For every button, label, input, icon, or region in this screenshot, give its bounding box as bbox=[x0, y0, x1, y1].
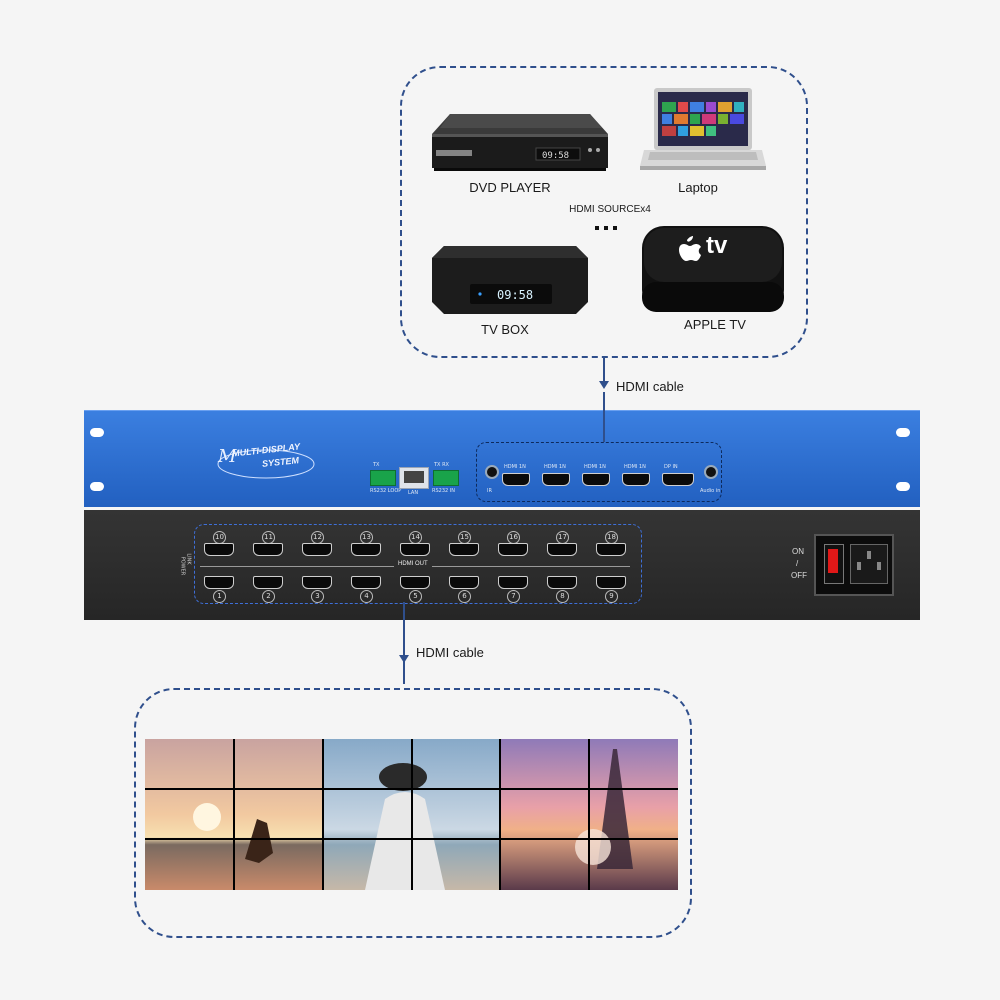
audio-label: Audio in bbox=[700, 488, 721, 494]
hdmi-output-port-14[interactable] bbox=[400, 543, 430, 556]
rack-hole-tl bbox=[90, 428, 104, 437]
hdmi-input-port-3[interactable] bbox=[582, 473, 610, 486]
rs232-in-terminal[interactable] bbox=[433, 470, 459, 486]
hdmi-output-port-4[interactable] bbox=[351, 576, 381, 589]
output-number-7: 7 bbox=[507, 590, 520, 603]
rs232-in-label: RS232 IN bbox=[432, 488, 455, 494]
top-cable-arrowhead bbox=[599, 381, 609, 389]
hdmi-output-port-3[interactable] bbox=[302, 576, 332, 589]
output-number-5: 5 bbox=[409, 590, 422, 603]
lan-port[interactable] bbox=[399, 467, 429, 489]
slash-label: / bbox=[796, 559, 799, 568]
svg-text:M: M bbox=[217, 446, 237, 467]
ir-label: IR bbox=[487, 488, 492, 494]
ellipsis-dots bbox=[595, 218, 619, 230]
dvd-player-image: 09:58 bbox=[430, 112, 610, 174]
power-socket bbox=[850, 544, 888, 584]
bottom-cable-line bbox=[403, 602, 405, 684]
output-number-1: 1 bbox=[213, 590, 226, 603]
hdmi-output-port-7[interactable] bbox=[498, 576, 528, 589]
hdmi-output-port-10[interactable] bbox=[204, 543, 234, 556]
top-cable-into-device bbox=[603, 392, 605, 442]
hdmi-output-port-5[interactable] bbox=[400, 576, 430, 589]
tx-label: TX bbox=[373, 462, 380, 468]
video-wall-group bbox=[134, 688, 692, 938]
apple-tv-logo-text: tv bbox=[706, 232, 728, 259]
input-label-5: DP IN bbox=[664, 464, 678, 470]
rack-hole-bl bbox=[90, 482, 104, 491]
power-switch-rocker bbox=[828, 549, 838, 573]
txrx-label: TX RX bbox=[434, 462, 449, 468]
dp-input-port[interactable] bbox=[662, 473, 694, 486]
off-label: OFF bbox=[791, 571, 807, 580]
hdmi-source-label: HDMI SOURCEx4 bbox=[569, 204, 651, 215]
output-number-3: 3 bbox=[311, 590, 324, 603]
apple-tv-label: APPLE TV bbox=[684, 317, 746, 332]
hdmi-output-port-12[interactable] bbox=[302, 543, 332, 556]
hdmi-out-label: HDMI OUT bbox=[394, 561, 432, 567]
power-label: POWER bbox=[179, 556, 186, 576]
top-cable-line bbox=[603, 356, 605, 382]
output-number-6: 6 bbox=[458, 590, 471, 603]
power-inlet[interactable] bbox=[814, 534, 894, 596]
hdmi-input-port-2[interactable] bbox=[542, 473, 570, 486]
bottom-cable-arrowhead bbox=[399, 655, 409, 663]
hdmi-output-port-17[interactable] bbox=[547, 543, 577, 556]
hdmi-output-port-11[interactable] bbox=[253, 543, 283, 556]
tv-box-clock: 09:58 bbox=[497, 288, 534, 302]
device-front-panel bbox=[84, 410, 920, 507]
dvd-player-label: DVD PLAYER bbox=[469, 180, 551, 195]
hdmi-input-port-4[interactable] bbox=[622, 473, 650, 486]
output-number-8: 8 bbox=[556, 590, 569, 603]
rs232-loop-label: RS232 LOOP bbox=[370, 488, 402, 494]
hdmi-output-port-8[interactable] bbox=[547, 576, 577, 589]
hdmi-output-port-6[interactable] bbox=[449, 576, 479, 589]
output-number-2: 2 bbox=[262, 590, 275, 603]
apple-tv-image bbox=[640, 224, 786, 316]
hdmi-output-port-15[interactable] bbox=[449, 543, 479, 556]
hdmi-output-port-16[interactable] bbox=[498, 543, 528, 556]
hdmi-output-port-9[interactable] bbox=[596, 576, 626, 589]
hdmi-output-port-13[interactable] bbox=[351, 543, 381, 556]
lan-label: LAN bbox=[408, 490, 419, 496]
tv-box-image bbox=[430, 244, 590, 316]
on-label: ON bbox=[792, 547, 804, 556]
input-label-2: HDMI 1N bbox=[544, 464, 566, 470]
device-logo: M bbox=[214, 438, 324, 486]
rack-hole-tr bbox=[896, 428, 910, 437]
input-label-3: HDMI 1N bbox=[584, 464, 606, 470]
bottom-cable-label: HDMI cable bbox=[416, 645, 484, 660]
laptop-label: Laptop bbox=[678, 180, 718, 195]
hdmi-output-port-18[interactable] bbox=[596, 543, 626, 556]
output-number-4: 4 bbox=[360, 590, 373, 603]
rack-hole-br bbox=[896, 482, 910, 491]
outputs-group bbox=[194, 524, 642, 604]
input-label-4: HDMI 1N bbox=[624, 464, 646, 470]
hdmi-output-port-1[interactable] bbox=[204, 576, 234, 589]
link-label: LINK bbox=[185, 553, 192, 565]
rs232-loop-terminal[interactable] bbox=[370, 470, 396, 486]
power-switch[interactable] bbox=[824, 544, 844, 584]
inputs-group bbox=[476, 442, 722, 502]
top-cable-label: HDMI cable bbox=[616, 379, 684, 394]
output-number-9: 9 bbox=[605, 590, 618, 603]
ir-jack[interactable] bbox=[485, 465, 499, 479]
hdmi-input-port-1[interactable] bbox=[502, 473, 530, 486]
tv-box-label: TV BOX bbox=[481, 322, 529, 337]
input-label-1: HDMI 1N bbox=[504, 464, 526, 470]
audio-jack[interactable] bbox=[704, 465, 718, 479]
laptop-image bbox=[640, 86, 766, 178]
svg-text:09:58: 09:58 bbox=[542, 151, 569, 161]
hdmi-output-port-2[interactable] bbox=[253, 576, 283, 589]
video-wall bbox=[145, 739, 678, 890]
